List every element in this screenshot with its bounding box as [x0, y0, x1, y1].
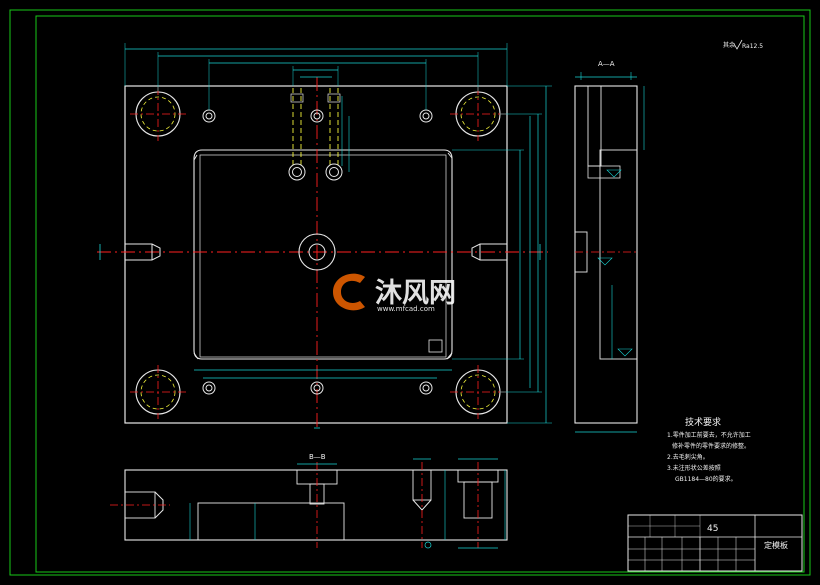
guide-hole-bottom-left — [130, 365, 186, 419]
side-pins — [125, 243, 507, 261]
outer-frame — [9, 9, 811, 576]
plan-view — [97, 77, 548, 430]
watermark-brand: 沐风网 — [375, 278, 456, 309]
guide-hole-top-left — [130, 87, 186, 141]
section-view-bb — [110, 458, 508, 549]
title-block — [627, 514, 803, 572]
section-view-aa — [574, 72, 645, 433]
roughness-note-label: 其余 — [723, 41, 735, 49]
roughness-value-label: Ra12.5 — [742, 43, 763, 50]
tech-req-item-1: 1.零件加工前要去，不允许加工 — [667, 431, 751, 439]
tech-req-item-3: 2.去毛刺尖角。 — [667, 453, 709, 461]
part-number-label: 45 — [707, 524, 718, 534]
guide-hole-bottom-right — [450, 365, 506, 419]
part-name-label: 定模板 — [764, 540, 788, 550]
tech-req-title: 技术要求 — [685, 416, 721, 428]
watermark-logo-icon — [333, 273, 365, 311]
section-aa-label: A—A — [598, 60, 615, 68]
plan-dimensions — [99, 43, 552, 429]
watermark-url: www.mfcad.com — [377, 305, 435, 313]
tech-req-item-4: 3.未注形状公差按照 — [667, 464, 721, 472]
tech-req-item-5: GB1184—80的要求。 — [675, 475, 737, 483]
screw-holes — [202, 109, 433, 395]
inner-frame — [35, 15, 805, 573]
roughness-symbol-icon — [733, 39, 743, 50]
tech-req-item-2: 修补零件的零件要求的修整。 — [672, 442, 750, 450]
sprue-bushing-hole — [298, 233, 336, 271]
watermark: 沐风网 www.mfcad.com — [333, 273, 456, 313]
runner-channels — [288, 88, 343, 181]
guide-hole-top-right — [450, 87, 506, 141]
section-bb-label: B—B — [309, 453, 326, 461]
